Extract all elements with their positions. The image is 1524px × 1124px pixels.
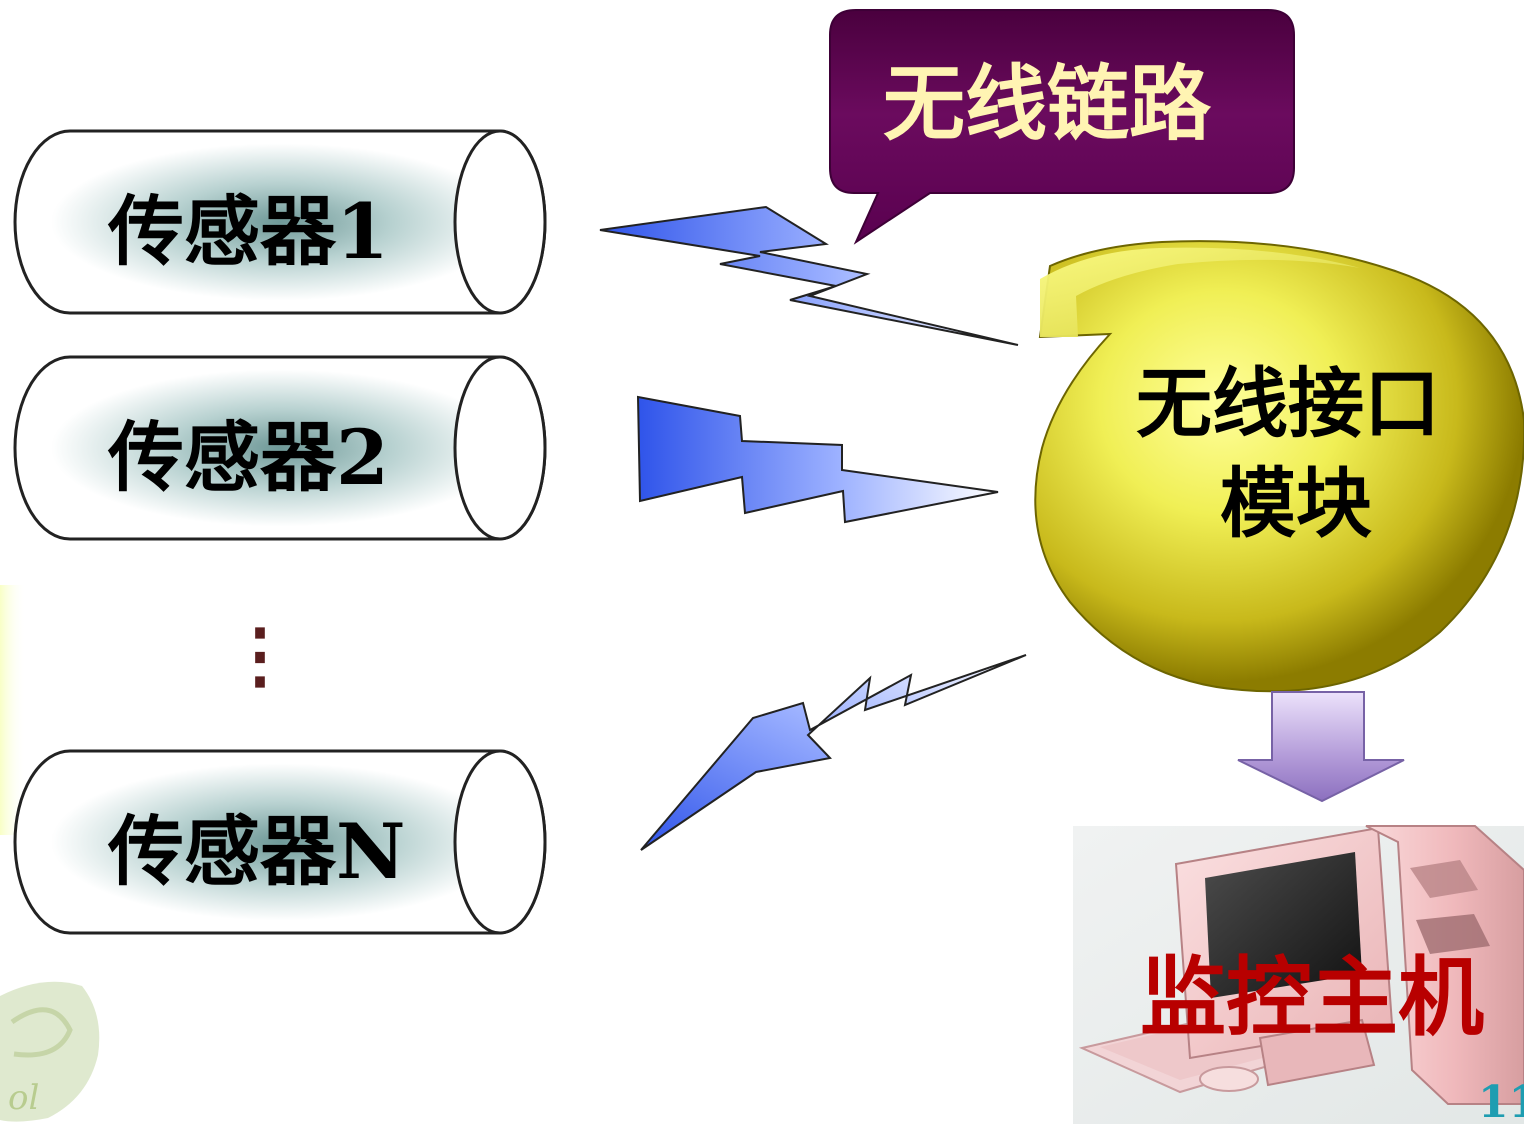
left-edge-glow bbox=[0, 585, 26, 835]
sensor-n-label: 传感器N bbox=[107, 807, 405, 896]
monitor-stand bbox=[1258, 1018, 1376, 1087]
wireless-link-bolts bbox=[599, 205, 1027, 851]
drive-bay bbox=[1416, 914, 1490, 954]
cylinder-end-cap bbox=[453, 355, 547, 541]
lightning-bolt-icon bbox=[599, 205, 1019, 346]
monitoring-host: 监控主机 bbox=[1073, 825, 1524, 1124]
logo-mark bbox=[10, 1007, 73, 1058]
computer-icon bbox=[1365, 825, 1524, 1105]
logo-text: ol bbox=[8, 1078, 39, 1118]
yellow-arrow-disc-icon bbox=[1034, 240, 1524, 693]
module-label-line-1: 无线接口 bbox=[1136, 359, 1440, 448]
wireless-link-balloon: 无线链路 bbox=[829, 9, 1295, 245]
cylinder-end-cap bbox=[453, 749, 547, 935]
speech-balloon-shape bbox=[829, 9, 1295, 245]
sensor-1: 传感器1 bbox=[13, 129, 547, 315]
arrow-down bbox=[1237, 691, 1405, 803]
sensor-n: 传感器N bbox=[13, 749, 547, 935]
monitor-screen bbox=[1205, 852, 1362, 998]
module-label-line-2: 模块 bbox=[1220, 459, 1372, 548]
wireless-link-label: 无线链路 bbox=[883, 56, 1212, 152]
mouse-icon bbox=[1199, 1066, 1259, 1092]
drive-bay bbox=[1410, 860, 1478, 898]
page-number: 11 bbox=[1478, 1077, 1524, 1124]
host-label: 监控主机 bbox=[1140, 947, 1484, 1048]
module-top-highlight bbox=[1040, 247, 1360, 337]
cylinder-end-cap bbox=[453, 129, 547, 315]
sensor-2-label: 传感器2 bbox=[107, 413, 389, 502]
sensor-1-label: 传感器1 bbox=[107, 187, 389, 276]
wireless-interface-module: 无线接口 模块 bbox=[1034, 240, 1524, 693]
logo: ol bbox=[0, 981, 100, 1122]
lightning-bolt-icon bbox=[636, 395, 999, 524]
sensor-ellipsis: ⋮ bbox=[224, 612, 296, 697]
sensor-2: 传感器2 bbox=[13, 355, 547, 541]
arrow-down-icon bbox=[1237, 691, 1405, 803]
lightning-bolt-icon bbox=[640, 654, 1027, 851]
